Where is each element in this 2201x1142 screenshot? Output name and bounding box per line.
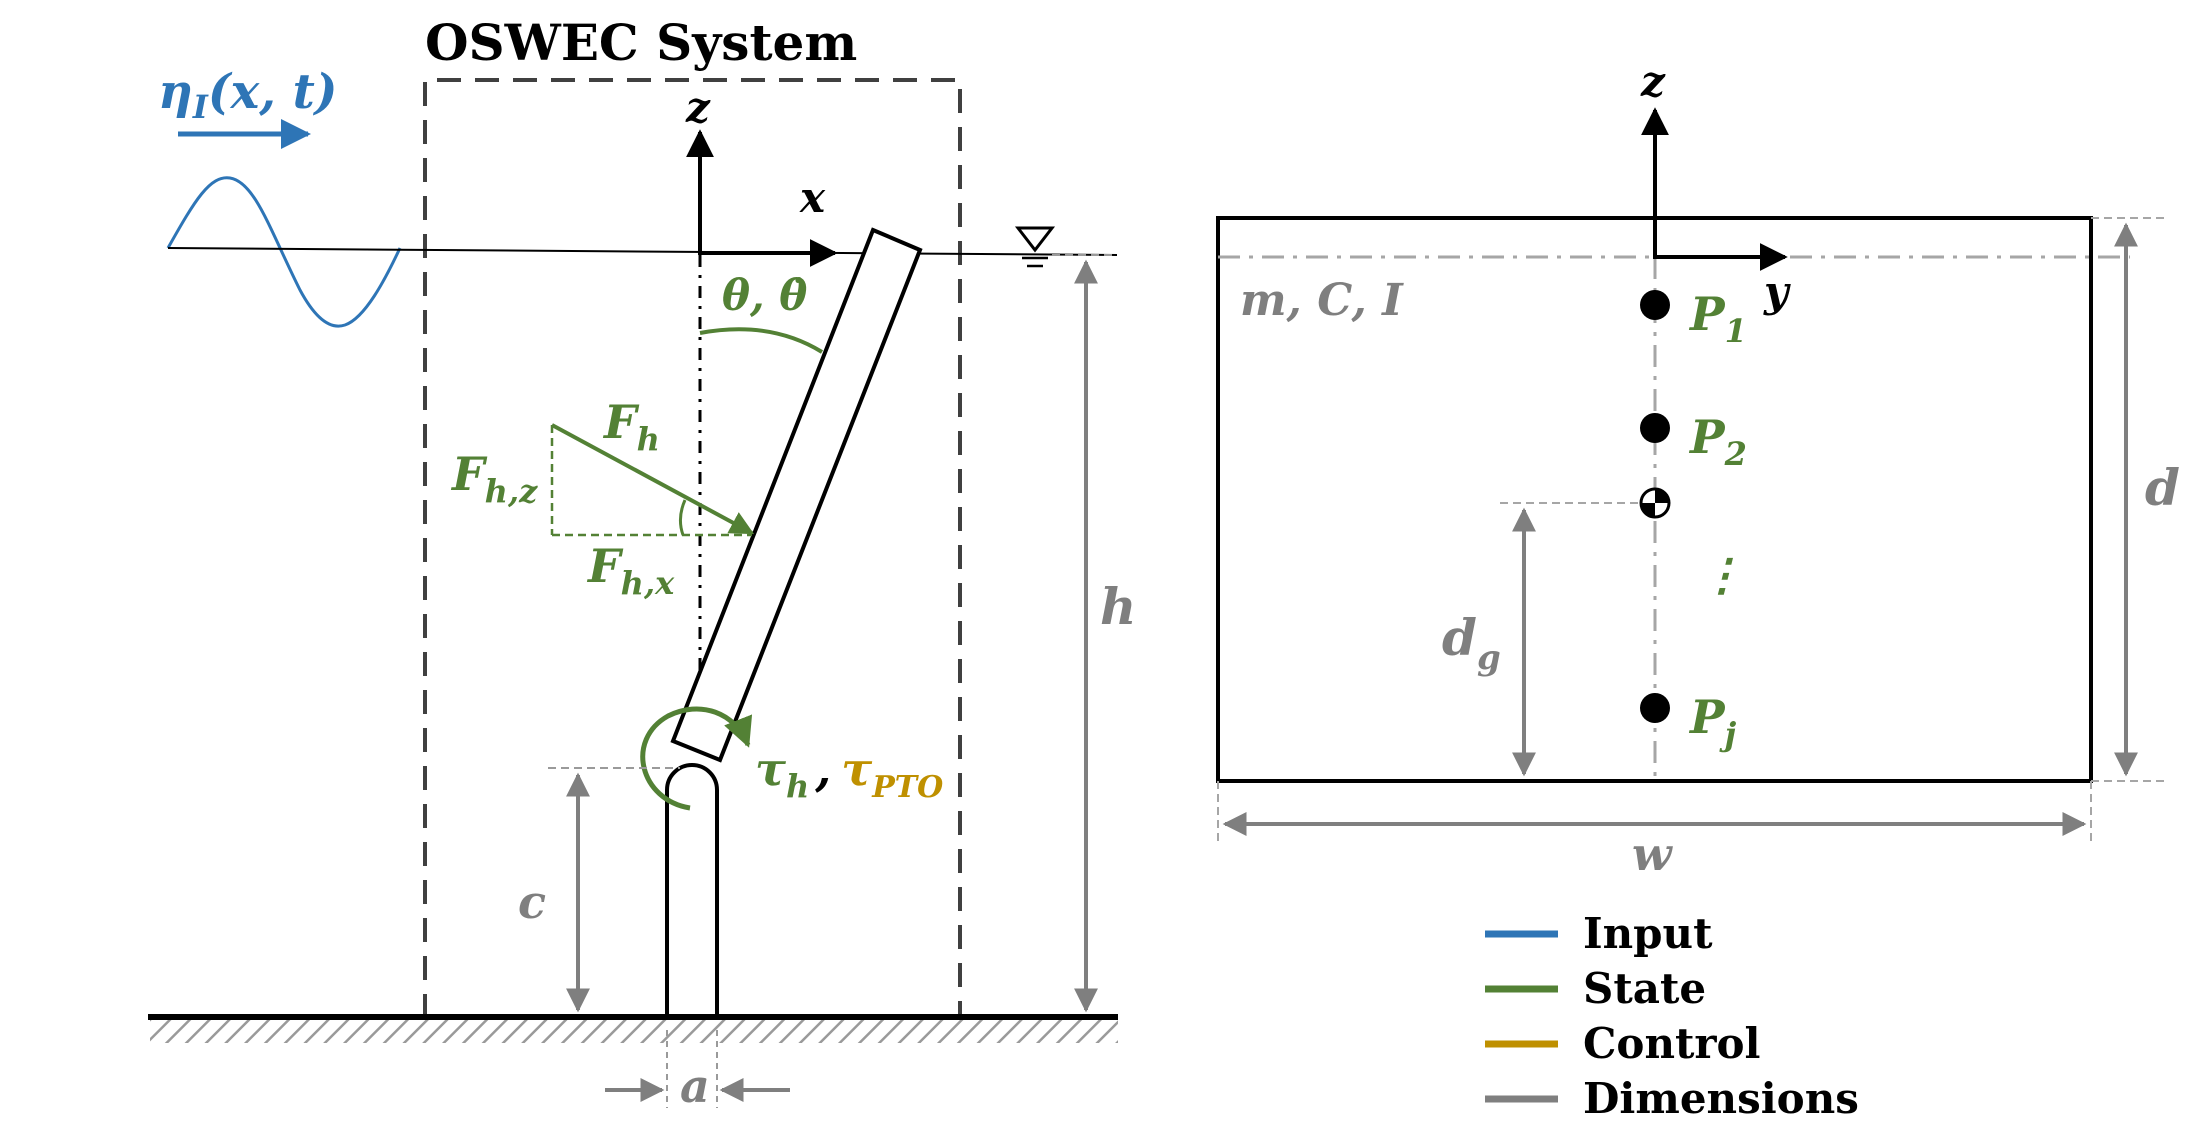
water-level-symbol	[1014, 226, 1056, 268]
theta-arc	[699, 327, 824, 354]
legend-label: Control	[1583, 1019, 1760, 1068]
svg-text:ηI(x, t): ηI(x, t)	[158, 64, 338, 126]
dim-a-label: a	[680, 1059, 710, 1113]
point-P2	[1640, 413, 1670, 443]
z-axis-left-label: z	[685, 83, 711, 132]
point-P1-label: P1	[1688, 287, 1747, 350]
torque-arc	[640, 706, 753, 811]
system-boundary	[423, 78, 962, 1018]
dim-d-label: d	[2145, 458, 2180, 517]
legend-label: Dimensions	[1583, 1074, 1859, 1123]
incident-wave-curve	[166, 176, 402, 328]
dim-c-label: c	[518, 875, 546, 929]
dim-w-label: w	[1632, 827, 1673, 881]
z-axis-right-label: z	[1640, 57, 1666, 106]
torque-labels: τh,τPTO	[755, 742, 943, 805]
incident-wave-label: ηI(x, t)	[158, 64, 338, 126]
center-of-gravity-icon	[1639, 487, 1671, 519]
point-P1	[1640, 290, 1670, 320]
point-Pj	[1640, 693, 1670, 723]
point-Pj-label: Pj	[1688, 690, 1737, 753]
legend: Input State Control Dimensions	[1485, 909, 1859, 1123]
legend-item: State	[1485, 964, 1706, 1013]
x-axis-label: x	[799, 173, 826, 222]
seabed-hatch	[150, 1019, 1118, 1043]
legend-label: Input	[1583, 909, 1713, 958]
vertical-ellipsis: ⋮	[1700, 550, 1744, 601]
system-title: OSWEC System	[425, 13, 857, 72]
dim-h-label: h	[1100, 577, 1136, 636]
flap-front-view: z y m, C, I P1 P2 ⋮ Pj dg d w	[1216, 57, 2180, 881]
pivot-post	[665, 763, 719, 1016]
force-Fhx-label: Fh,x	[586, 539, 675, 602]
theta-label: θ, θ̇	[722, 271, 807, 320]
oswec-side-view: OSWEC System ηI(x, t) z x θ	[148, 13, 1136, 1113]
legend-label: State	[1583, 964, 1706, 1013]
still-water-line	[167, 247, 1118, 256]
point-P2-label: P2	[1688, 410, 1747, 473]
legend-item: Dimensions	[1485, 1074, 1859, 1123]
force-Fhz-label: Fh,z	[450, 447, 538, 510]
y-axis-label: y	[1763, 267, 1791, 316]
force-Fh-label: Fh	[602, 395, 660, 458]
dim-dg-label: dg	[1442, 608, 1501, 678]
flap-body	[670, 227, 923, 763]
legend-item: Control	[1485, 1019, 1760, 1068]
mass-properties-label: m, C, I	[1240, 275, 1404, 326]
hydro-force-triangle	[550, 423, 755, 537]
legend-item: Input	[1485, 909, 1713, 958]
force-Fh-arrow	[551, 423, 755, 535]
